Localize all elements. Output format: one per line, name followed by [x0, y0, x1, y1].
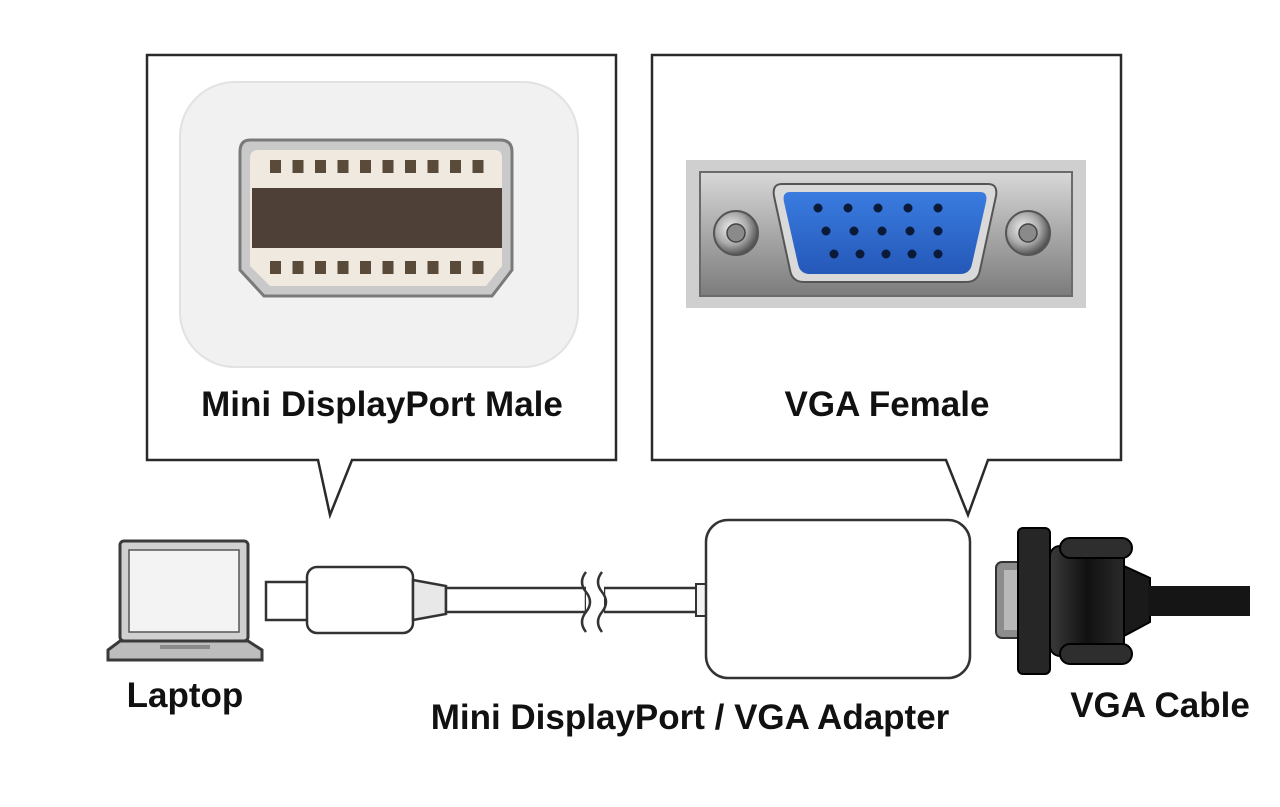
mdp-pin — [450, 261, 461, 274]
mdp-pin — [427, 160, 439, 173]
vga-female-port-image — [686, 160, 1086, 308]
vga-pin-hole — [881, 249, 891, 259]
mdp-pin — [292, 261, 304, 274]
vga-pin-hole — [933, 226, 943, 236]
adapter-box-icon — [695, 518, 972, 680]
mdp-pin — [382, 261, 394, 274]
vga-pin-hole — [933, 203, 943, 213]
mdp-pin — [315, 160, 326, 173]
label-adapter: Mini DisplayPort / VGA Adapter — [430, 698, 950, 737]
vga-pin-holes — [813, 203, 943, 259]
vga-pin-hole — [903, 203, 913, 213]
mdp-pin — [472, 261, 484, 274]
cable-break-mark — [580, 571, 592, 633]
mini-displayport-plug-icon — [264, 565, 448, 635]
mdp-pin — [270, 160, 281, 173]
mdp-pin — [450, 160, 461, 173]
mdp-pin — [360, 160, 371, 173]
mdp-pin — [405, 261, 416, 274]
mdp-pin — [472, 160, 484, 173]
vga-pin-hole — [813, 203, 823, 213]
vga-pin-hole — [849, 226, 859, 236]
vga-pin-hole — [933, 249, 943, 259]
screw-left-icon — [713, 210, 759, 256]
label-laptop: Laptop — [126, 676, 244, 715]
vga-pin-hole — [873, 203, 883, 213]
mdp-pin — [270, 261, 281, 274]
adapter-cable — [444, 571, 700, 633]
mdp-pin — [315, 261, 326, 274]
label-vga-cable: VGA Cable — [1070, 686, 1250, 725]
mdp-pin-row-bottom — [270, 261, 484, 274]
mdp-pin — [360, 261, 371, 274]
laptop-icon — [106, 539, 264, 662]
vga-pin-hole — [829, 249, 839, 259]
mdp-pin — [382, 160, 394, 173]
screw-right-icon — [1005, 210, 1051, 256]
vga-pin-hole — [855, 249, 865, 259]
mdp-pin-row-top — [270, 160, 484, 173]
mini-displayport-connector-image — [179, 81, 579, 368]
vga-pin-hole — [905, 226, 915, 236]
mdp-pin — [292, 160, 304, 173]
vga-pin-hole — [907, 249, 917, 259]
vga-pin-hole — [877, 226, 887, 236]
label-vga-female: VGA Female — [784, 385, 990, 424]
mdp-pin — [427, 261, 439, 274]
mdp-pin — [337, 261, 349, 274]
vga-cable-connector-icon — [995, 527, 1250, 675]
vga-pin-hole — [821, 226, 831, 236]
vga-pin-hole — [843, 203, 853, 213]
label-mini-displayport-male: Mini DisplayPort Male — [201, 385, 563, 424]
mdp-pin — [405, 160, 416, 173]
mdp-pin — [337, 160, 349, 173]
